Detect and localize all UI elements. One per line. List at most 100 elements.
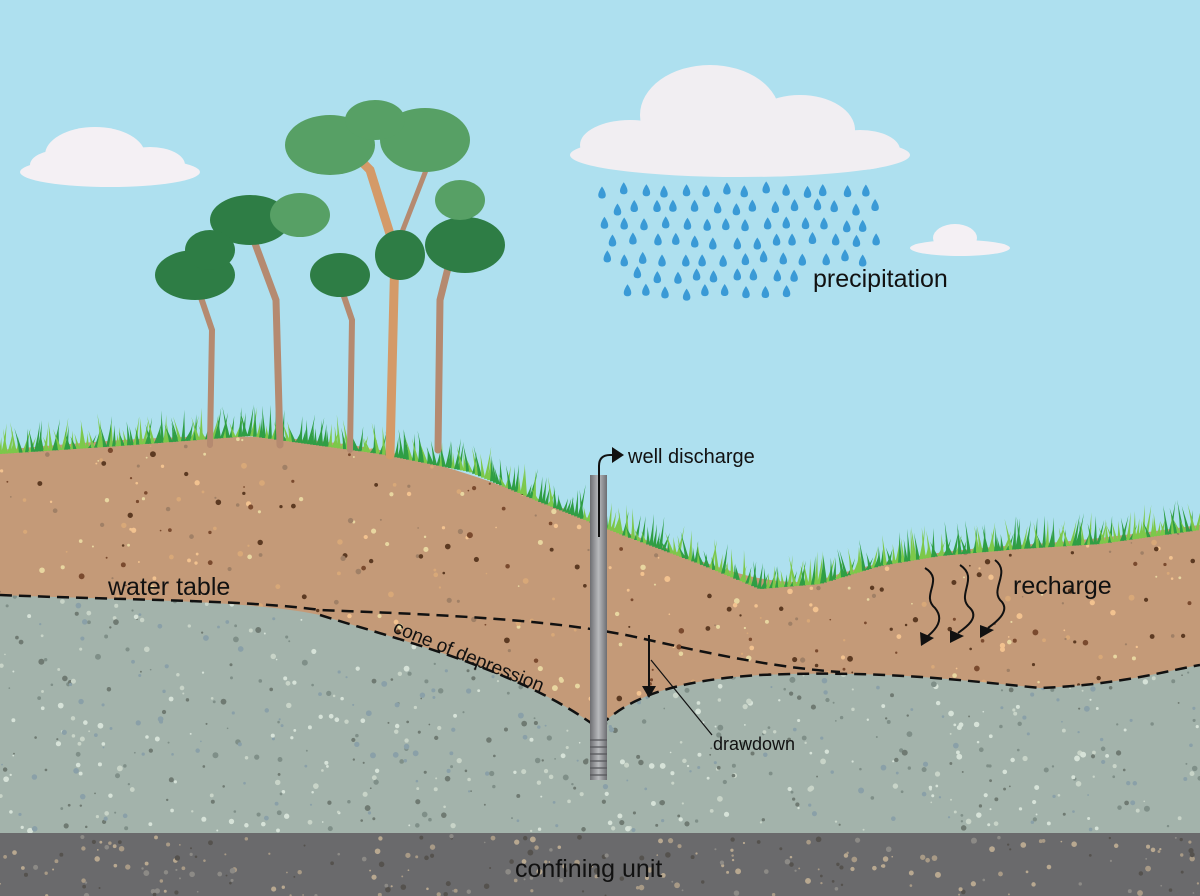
raindrop [843, 220, 851, 233]
raindrop [653, 199, 661, 212]
raindrop [720, 283, 729, 296]
raindrop [862, 184, 870, 197]
raindrop [782, 285, 791, 298]
raindrop [782, 216, 790, 229]
raindrop [672, 232, 680, 245]
raindrop [762, 181, 770, 194]
raindrop [871, 198, 879, 211]
cloud-small [910, 224, 1010, 256]
confining-unit-layer [0, 833, 1200, 896]
cone-of-depression-line [319, 613, 1200, 730]
water-table-label: water table [107, 573, 230, 601]
raindrop [661, 286, 669, 299]
raindrop [674, 271, 682, 284]
raindrop [613, 203, 622, 216]
raindrop [740, 185, 748, 198]
raindrop [790, 269, 798, 282]
raindrop [608, 234, 617, 247]
raindrop [803, 185, 812, 198]
raindrop [598, 186, 606, 199]
raindrop [638, 251, 647, 264]
cloud-rain [570, 65, 910, 177]
cloud-left [20, 127, 200, 187]
raindrop [763, 217, 772, 230]
raindrop [723, 182, 731, 195]
drawdown-label: drawdown [713, 734, 795, 754]
raindrop [782, 183, 790, 196]
confining-unit-label: confining unit [515, 855, 662, 883]
raindrop [629, 232, 637, 245]
raindrop [669, 199, 677, 212]
raindrop [690, 199, 699, 212]
raindrop [801, 217, 810, 230]
raindrop [749, 268, 758, 281]
raindrop [658, 254, 666, 267]
raindrop [692, 268, 701, 281]
well-discharge-arrow [598, 454, 614, 537]
raindrop [683, 217, 692, 230]
raindrop [619, 182, 628, 195]
raindrop [701, 284, 709, 297]
raindrop [790, 199, 799, 212]
raindrop [773, 269, 782, 282]
raindrop [831, 233, 840, 246]
raindrop [852, 234, 861, 247]
raindrop [719, 254, 727, 267]
drawdown-arrow [642, 635, 713, 736]
raindrop [818, 184, 827, 197]
raindrop [858, 254, 867, 267]
raindrop [742, 286, 750, 299]
grass [0, 404, 1200, 589]
raindrop [660, 185, 668, 198]
raindrop [843, 185, 852, 198]
raindrop [703, 218, 711, 231]
raindrop [830, 200, 838, 213]
raindrop [713, 201, 722, 214]
raindrop [642, 184, 651, 197]
raindrop [653, 271, 662, 284]
raindrop [779, 252, 788, 265]
raindrop [741, 219, 749, 232]
raindrop [858, 219, 867, 232]
raindrop [698, 254, 706, 267]
raindrop [661, 216, 670, 229]
raindrop [748, 199, 757, 212]
raindrop [798, 253, 807, 266]
recharge-arrows [924, 559, 1006, 637]
raindrop [771, 201, 780, 214]
raindrop [759, 250, 768, 263]
raindrop [761, 286, 770, 299]
arrowhead-icon [612, 447, 624, 463]
raindrop [772, 233, 781, 246]
recharge-label: recharge [1013, 572, 1112, 600]
well [590, 447, 624, 780]
raindrop [633, 266, 642, 279]
raindrop [620, 254, 628, 267]
raindrop [733, 237, 742, 250]
raindrop [682, 288, 691, 301]
trees [155, 100, 505, 460]
precipitation-label: precipitation [813, 265, 948, 293]
raindrop [642, 283, 650, 296]
raindrop [603, 250, 612, 263]
raindrop [852, 203, 860, 216]
raindrop [733, 268, 742, 281]
raindrop [709, 237, 717, 250]
raindrop [841, 249, 849, 262]
raindrop [722, 218, 730, 231]
raindrop [788, 233, 796, 246]
raindrop [813, 198, 822, 211]
raindrop [640, 218, 648, 231]
raindrop [623, 284, 632, 297]
well-discharge-label: well discharge [627, 446, 755, 468]
raindrop [709, 270, 718, 283]
raindrop [732, 203, 741, 216]
raindrop [808, 232, 817, 245]
raindrop [820, 217, 828, 230]
raindrop [682, 254, 690, 267]
raindrop [702, 184, 710, 197]
raindrop [682, 184, 691, 197]
raindrop [822, 253, 830, 266]
raindrop [600, 216, 609, 229]
